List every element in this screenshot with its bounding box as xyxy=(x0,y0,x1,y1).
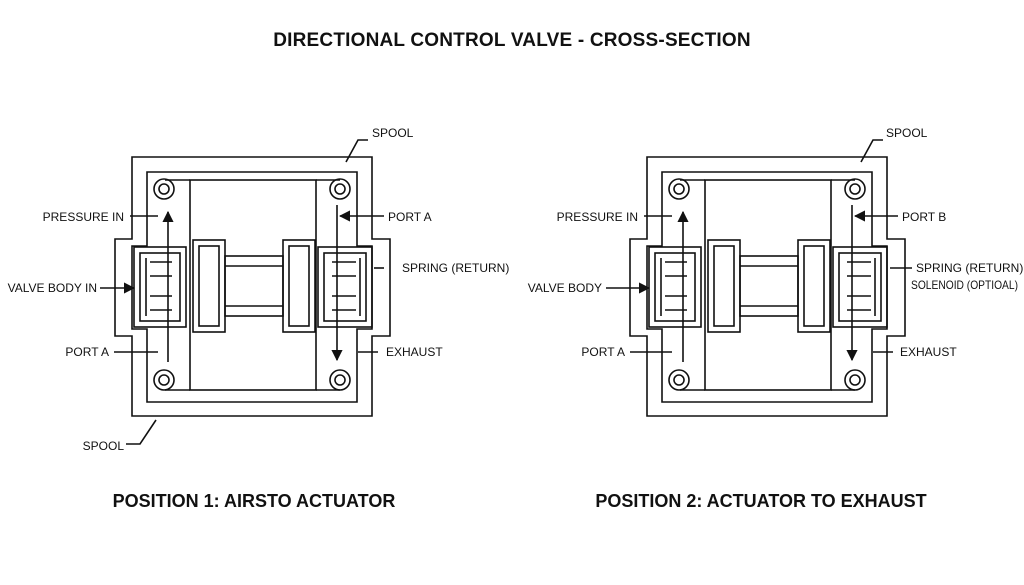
valve-1-bolt-icons xyxy=(153,178,351,391)
valve-1-label-spool-top: SPOOL xyxy=(372,126,414,140)
valve-1-label-spring: SPRING (RETURN) xyxy=(402,261,509,275)
valve-2-label-valve-body: VALVE BODY xyxy=(528,281,602,295)
valve-2-right-port-block xyxy=(832,246,888,328)
caption-position-1: POSITION 1: AIRSTO ACTUATOR xyxy=(112,491,396,511)
valve-2-label-spring: SPRING (RETURN) xyxy=(916,261,1023,275)
valve-2-left-port-block xyxy=(648,246,702,328)
valve-1-label-port-left: PORT A xyxy=(65,345,109,359)
valve-2-labels: SPOOL PRESSURE IN VALVE BODY PORT A PORT… xyxy=(528,126,1024,359)
valve-1-label-pressure-in: PRESSURE IN xyxy=(43,210,124,224)
valve-2-label-port-right: PORT B xyxy=(902,210,946,224)
valve-2-label-pressure-in: PRESSURE IN xyxy=(557,210,638,224)
valve-1-chamber xyxy=(189,179,317,391)
valve-1-label-exhaust: EXHAUST xyxy=(386,345,443,359)
valve-2-chamber xyxy=(704,179,832,391)
valve-2-housing-outer xyxy=(629,156,906,417)
valve-2-bolt-icons xyxy=(668,178,866,391)
valve-2-label-solenoid: SOLENOID (OPTIOAL) xyxy=(911,278,1018,292)
valve-2-label-port-left: PORT A xyxy=(581,345,625,359)
caption-position-2: POSITION 2: ACTUATOR TO EXHAUST xyxy=(595,491,927,511)
valve-1-label-valve-body: VALVE BODY IN xyxy=(8,281,97,295)
valve-2-label-exhaust: EXHAUST xyxy=(900,345,957,359)
valve-2-housing-inner xyxy=(646,171,888,403)
valve-1-housing-outer xyxy=(114,156,391,417)
valve-position-1 xyxy=(100,139,391,445)
valve-1-labels: SPOOL PRESSURE IN VALVE BODY IN PORT A S… xyxy=(8,126,510,453)
diagram-title: DIRECTIONAL CONTROL VALVE - CROSS-SECTIO… xyxy=(273,30,751,51)
valve-1-left-port-block xyxy=(133,246,187,328)
valve-1-housing-inner xyxy=(131,171,373,403)
valve-2-label-spool-top: SPOOL xyxy=(886,126,928,140)
valve-position-2 xyxy=(606,139,912,417)
valve-1-label-port-right: PORT A xyxy=(388,210,432,224)
valve-1-right-port-block xyxy=(317,246,373,328)
valve-1-spool xyxy=(192,239,316,333)
valve-2-spool xyxy=(707,239,831,333)
valve-1-label-spool-bottom: SPOOL xyxy=(83,439,125,453)
